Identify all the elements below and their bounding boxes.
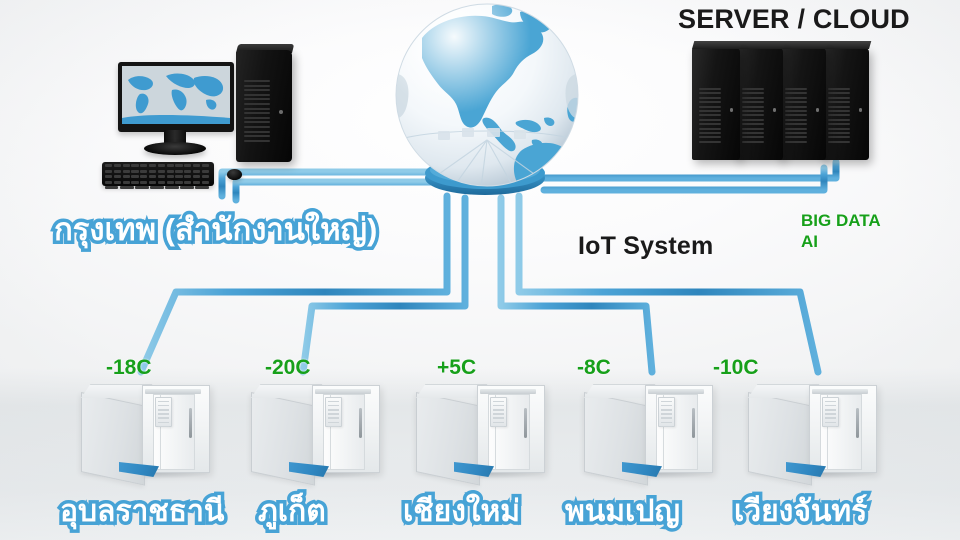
power-led-icon <box>279 110 283 114</box>
city-label-phuket: ภูเก็ต <box>255 492 330 532</box>
tower-vents <box>244 80 270 146</box>
cold-storage-room-ubon <box>75 382 227 486</box>
server-led-icon <box>772 108 776 112</box>
city-label-ubon: อุบลราชธานี <box>56 492 227 532</box>
room-front-wall <box>477 385 545 473</box>
door-seam <box>160 395 161 469</box>
room-front-wall <box>809 385 877 473</box>
room-front-wall <box>312 385 380 473</box>
temperature-reading-ubon: -18C <box>106 356 152 379</box>
sliding-door-rail <box>812 389 868 394</box>
sliding-door-rail <box>480 389 536 394</box>
server-led-icon <box>815 108 819 112</box>
door-seam <box>495 395 496 469</box>
big-data-ai-label: BIG DATA AI <box>801 210 881 252</box>
world-map-icon <box>122 66 230 124</box>
city-label-vientiane: เวียงจันทร์ <box>730 492 870 532</box>
sliding-door-rail <box>648 389 704 394</box>
door-handle-icon <box>856 408 859 438</box>
room-front-wall <box>142 385 210 473</box>
door-handle-icon <box>692 408 695 438</box>
cold-storage-room-chiangmai <box>410 382 562 486</box>
server-led-icon <box>729 108 733 112</box>
big-data-line-2: AI <box>801 232 818 251</box>
pipe-to-server-cloud <box>536 158 840 194</box>
temperature-reading-chiangmai: +5C <box>437 356 477 379</box>
door-handle-icon <box>524 408 527 438</box>
refrigeration-unit-icon <box>822 397 839 428</box>
server-led-icon <box>858 108 862 112</box>
cold-storage-room-phnompenh <box>578 382 730 486</box>
cold-storage-room-phuket <box>245 382 397 486</box>
server-vents <box>742 88 764 148</box>
temperature-reading-vientiane: -10C <box>713 356 759 379</box>
keyboard-icon <box>102 162 214 189</box>
server-vents <box>785 88 807 148</box>
globe-graphic <box>392 0 582 205</box>
monitor-icon <box>118 62 234 132</box>
server-unit <box>692 48 740 160</box>
refrigeration-unit-icon <box>490 397 507 428</box>
sliding-door-rail <box>145 389 201 394</box>
door-handle-icon <box>189 408 192 438</box>
server-cloud-stack <box>692 42 872 174</box>
globe-icon <box>395 3 579 187</box>
door-handle-icon <box>359 408 362 438</box>
refrigeration-unit-icon <box>325 397 342 428</box>
server-cloud-title: SERVER / CLOUD <box>678 4 910 34</box>
refrigeration-unit-icon <box>658 397 675 428</box>
server-unit <box>735 48 783 160</box>
door-seam <box>827 395 828 469</box>
pipe-trunks <box>137 192 822 376</box>
server-vents <box>699 88 721 148</box>
iot-system-title: IoT System <box>578 232 714 260</box>
server-unit <box>778 48 826 160</box>
door-seam <box>330 395 331 469</box>
sliding-door-rail <box>315 389 371 394</box>
refrigeration-unit-icon <box>155 397 172 428</box>
monitor-base <box>144 142 206 155</box>
door-seam <box>663 395 664 469</box>
temperature-reading-phuket: -20C <box>265 356 311 379</box>
city-label-phnompenh: พนมเปญ <box>562 492 684 532</box>
temperature-reading-phnompenh: -8C <box>577 356 611 379</box>
room-front-wall <box>645 385 713 473</box>
head-office-label: กรุงเทพ (สำนักงานใหญ่) <box>50 209 380 251</box>
city-label-chiangmai: เชียงใหม่ <box>399 492 523 532</box>
big-data-line-1: BIG DATA <box>801 211 881 230</box>
head-office-workstation <box>96 44 326 194</box>
cold-storage-room-vientiane <box>742 382 894 486</box>
desktop-tower-icon <box>236 50 292 162</box>
monitor-screen <box>122 66 230 124</box>
